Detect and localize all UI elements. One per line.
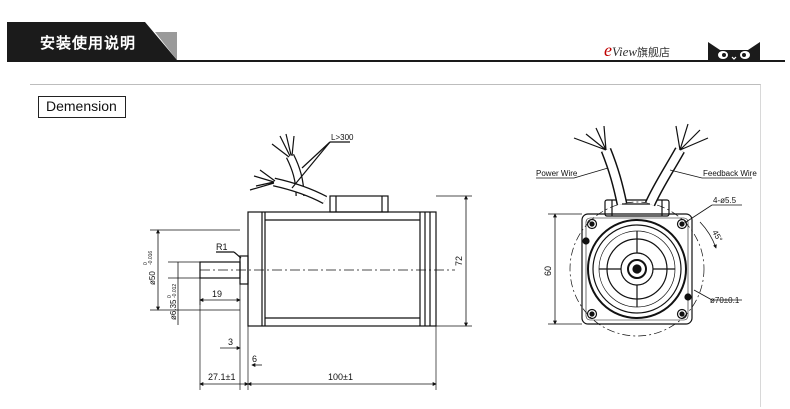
dim-angle: 45° <box>710 229 724 244</box>
dim-shaft-diameter: ø50 <box>148 271 157 285</box>
front-connector <box>604 199 670 217</box>
section-label: Demension <box>46 98 117 114</box>
brand-suffix: 旗舰店 <box>637 46 671 59</box>
header-divider <box>7 60 785 62</box>
dim-shaft-diameter-tol-bottom: -0.016 <box>148 251 154 265</box>
dim-shaft-length: 27.1±1 <box>208 372 235 382</box>
front-pilot <box>587 219 687 319</box>
dim-lead-length: L>300 <box>331 133 354 142</box>
front-flange-square <box>581 213 693 325</box>
front-view <box>536 123 752 337</box>
brand-mark: e <box>604 40 612 60</box>
dim-key-length: 19 <box>212 289 222 299</box>
dim-shaft-diameter-tol-top: 0 <box>143 262 149 265</box>
dim-pcd: ø70±0.1 <box>710 296 740 305</box>
dim-mount-holes: 4-ø5.5 <box>713 196 737 205</box>
dim-shaft-small-tol-bottom: -0.012 <box>172 284 178 298</box>
connector-block <box>329 195 389 213</box>
dim-shaft-small: ø6.35 <box>169 299 178 320</box>
front-shaft <box>627 259 647 279</box>
section-title: 安装使用说明 <box>40 34 137 52</box>
title-tab-background <box>7 22 177 60</box>
motor-body <box>247 211 437 327</box>
section-label-box <box>38 96 126 118</box>
technical-drawing-panel <box>30 84 761 407</box>
brand-logo: eView旗舰店 <box>604 40 670 61</box>
dim-flange-thickness: 6 <box>252 354 257 364</box>
dim-flange-offset: 3 <box>228 337 233 347</box>
page-header: 安装使用说明 eView旗舰店 <box>0 0 790 80</box>
dim-body-length: 100±1 <box>328 372 353 382</box>
label-power-wire: Power Wire <box>536 169 578 178</box>
tmall-cat-icon <box>708 42 760 62</box>
side-view <box>150 133 472 390</box>
dim-fillet: R1 <box>216 242 228 252</box>
dim-shaft-small-tol-top: 0 <box>167 295 173 298</box>
dim-square-size: 60 <box>543 266 553 276</box>
brand-text: View <box>612 44 638 59</box>
label-feedback-wire: Feedback Wire <box>703 169 757 178</box>
dim-body-height: 72 <box>454 256 464 266</box>
